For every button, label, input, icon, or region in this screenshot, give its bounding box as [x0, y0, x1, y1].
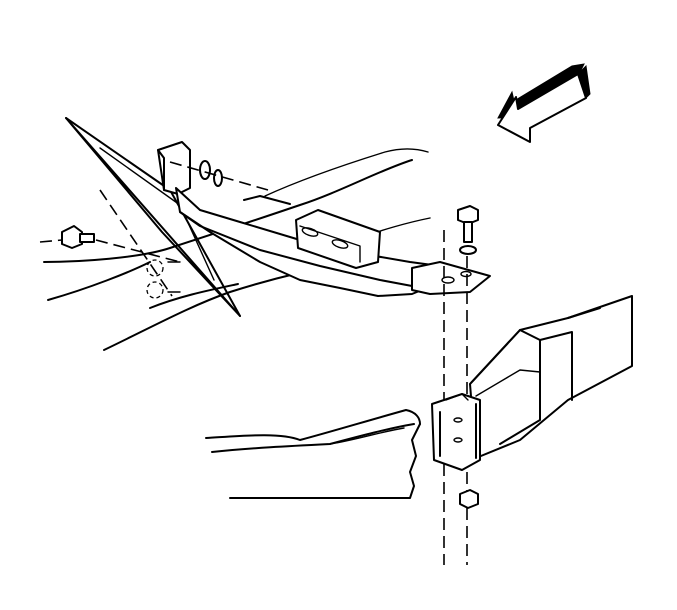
frame-rail-right: [469, 295, 633, 459]
nut: [459, 489, 479, 509]
bolt: [61, 225, 95, 249]
mount-bracket: [431, 393, 481, 471]
hidden-hole: [146, 281, 164, 299]
hidden-stud: [167, 261, 181, 293]
hidden-hole: [146, 259, 164, 277]
crossmember-bracket: [157, 141, 491, 297]
washer: [459, 245, 477, 255]
bolt-axis: [39, 239, 63, 243]
washer: [199, 160, 223, 187]
bolt: [457, 205, 479, 243]
body-panel: [205, 409, 421, 499]
direction-arrow-icon: [497, 63, 591, 143]
bolt-axis-long: [95, 239, 181, 263]
